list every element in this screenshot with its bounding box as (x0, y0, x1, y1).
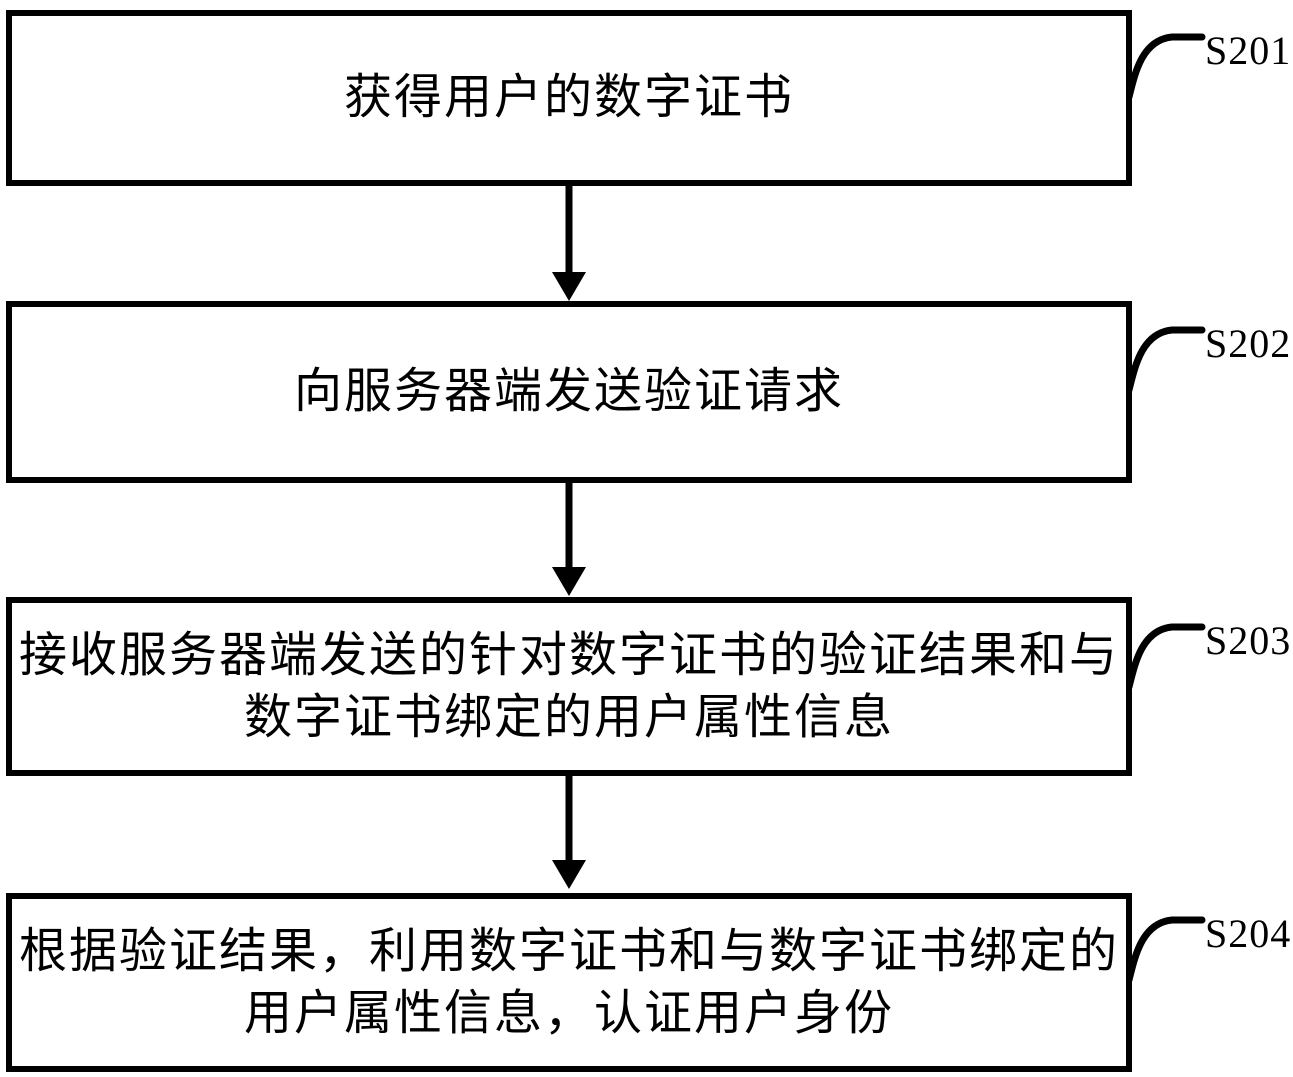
flow-arrow-3 (552, 776, 586, 889)
step-text-s201: 获得用户的数字证书 (343, 71, 794, 124)
leader-line-s201 (1125, 33, 1206, 101)
leader-line-s204 (1125, 916, 1206, 984)
step-text-s203: 接收服务器端发送的针对数字证书的验证结果和与 数字证书绑定的用户属性信息 (18, 628, 1119, 744)
flow-step-box-s201: 获得用户的数字证书 (6, 10, 1132, 186)
step-label-s203: S203 (1205, 618, 1292, 663)
flow-step-box-s202: 向服务器端发送验证请求 (6, 301, 1132, 483)
flow-step-box-s204: 根据验证结果，利用数字证书和与数字证书绑定的 用户属性信息，认证用户身份 (6, 893, 1132, 1072)
flow-step-box-s203: 接收服务器端发送的针对数字证书的验证结果和与 数字证书绑定的用户属性信息 (6, 597, 1132, 776)
leader-line-s202 (1125, 326, 1206, 394)
step-text-s204: 根据验证结果，利用数字证书和与数字证书绑定的 用户属性信息，认证用户身份 (18, 924, 1119, 1040)
step-label-s204: S204 (1205, 911, 1292, 956)
flow-arrow-1 (552, 186, 586, 301)
step-label-s201: S201 (1205, 28, 1292, 73)
step-text-s202: 向服务器端发送验证请求 (293, 365, 844, 418)
flow-arrow-2 (552, 483, 586, 596)
step-label-s202: S202 (1205, 321, 1292, 366)
leader-line-s203 (1125, 623, 1206, 691)
